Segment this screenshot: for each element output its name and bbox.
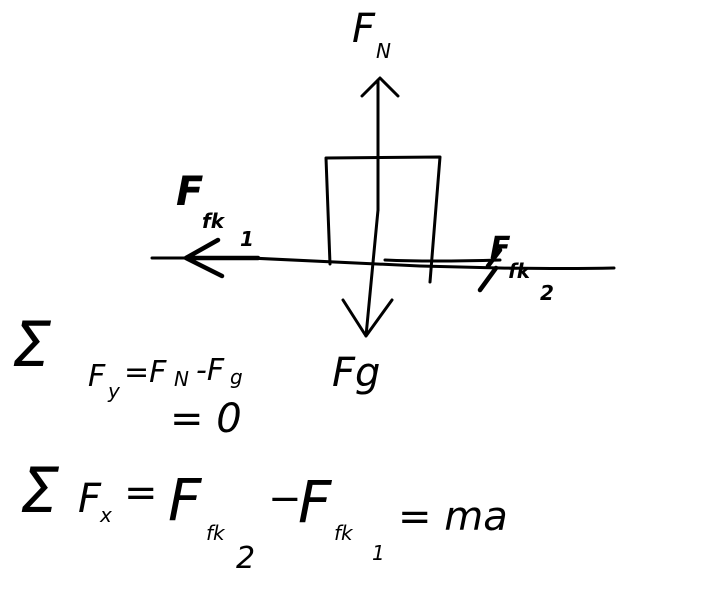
- sum-fy-rhs: =F: [124, 355, 167, 390]
- friction-right-label-sub: fk: [508, 259, 532, 283]
- block: [324, 155, 442, 284]
- normal-force-arrow: [360, 76, 400, 212]
- friction-right-arrow: [477, 247, 503, 293]
- sum-fx-term2: F: [298, 468, 333, 536]
- sum-fx-minus: −: [268, 476, 302, 522]
- friction-right-label-subsub: 2: [540, 281, 554, 305]
- sum-fy-lhs: F: [88, 359, 106, 394]
- normal-force-label: F: [352, 6, 376, 52]
- sum-fx-eq: =: [124, 470, 158, 516]
- sum-fy-sigma: Σ: [12, 308, 52, 381]
- friction-left-arrow: [183, 237, 261, 279]
- sum-fy-rhs-tail: -F: [196, 353, 225, 388]
- gravity-arrow: [341, 208, 394, 338]
- sum-fy-rhs-tail-sub: g: [230, 365, 243, 389]
- sum-fx-term1-sub: fk: [206, 521, 226, 545]
- sum-fx-lhs: F: [78, 476, 102, 522]
- sum-fy-rhs-sub: N: [174, 367, 189, 391]
- sum-fy-line2: = 0: [170, 396, 242, 442]
- sum-fx-sigma: Σ: [20, 454, 60, 527]
- friction-right-label: F: [490, 231, 511, 266]
- surface-line-upper: [383, 258, 502, 263]
- gravity-label: Fg: [332, 350, 380, 396]
- friction-left-label-subsub: 1: [240, 227, 254, 251]
- surface-line: [150, 256, 616, 270]
- sum-fx-term1: F: [168, 466, 203, 534]
- sum-fx-lhs-sub: x: [99, 503, 112, 527]
- sum-fx-term2-sub: fk: [334, 521, 354, 545]
- normal-force-label-sub: N: [376, 39, 391, 63]
- friction-left-label-sub: fk: [202, 209, 226, 233]
- sum-fx-rhs: = ma: [398, 494, 508, 540]
- sum-fx-term2-subsub: 1: [372, 541, 385, 565]
- friction-left-label: F: [176, 169, 203, 215]
- sum-fx-term1-subsub: 2: [236, 541, 255, 576]
- sum-fy-lhs-sub: y: [107, 379, 121, 403]
